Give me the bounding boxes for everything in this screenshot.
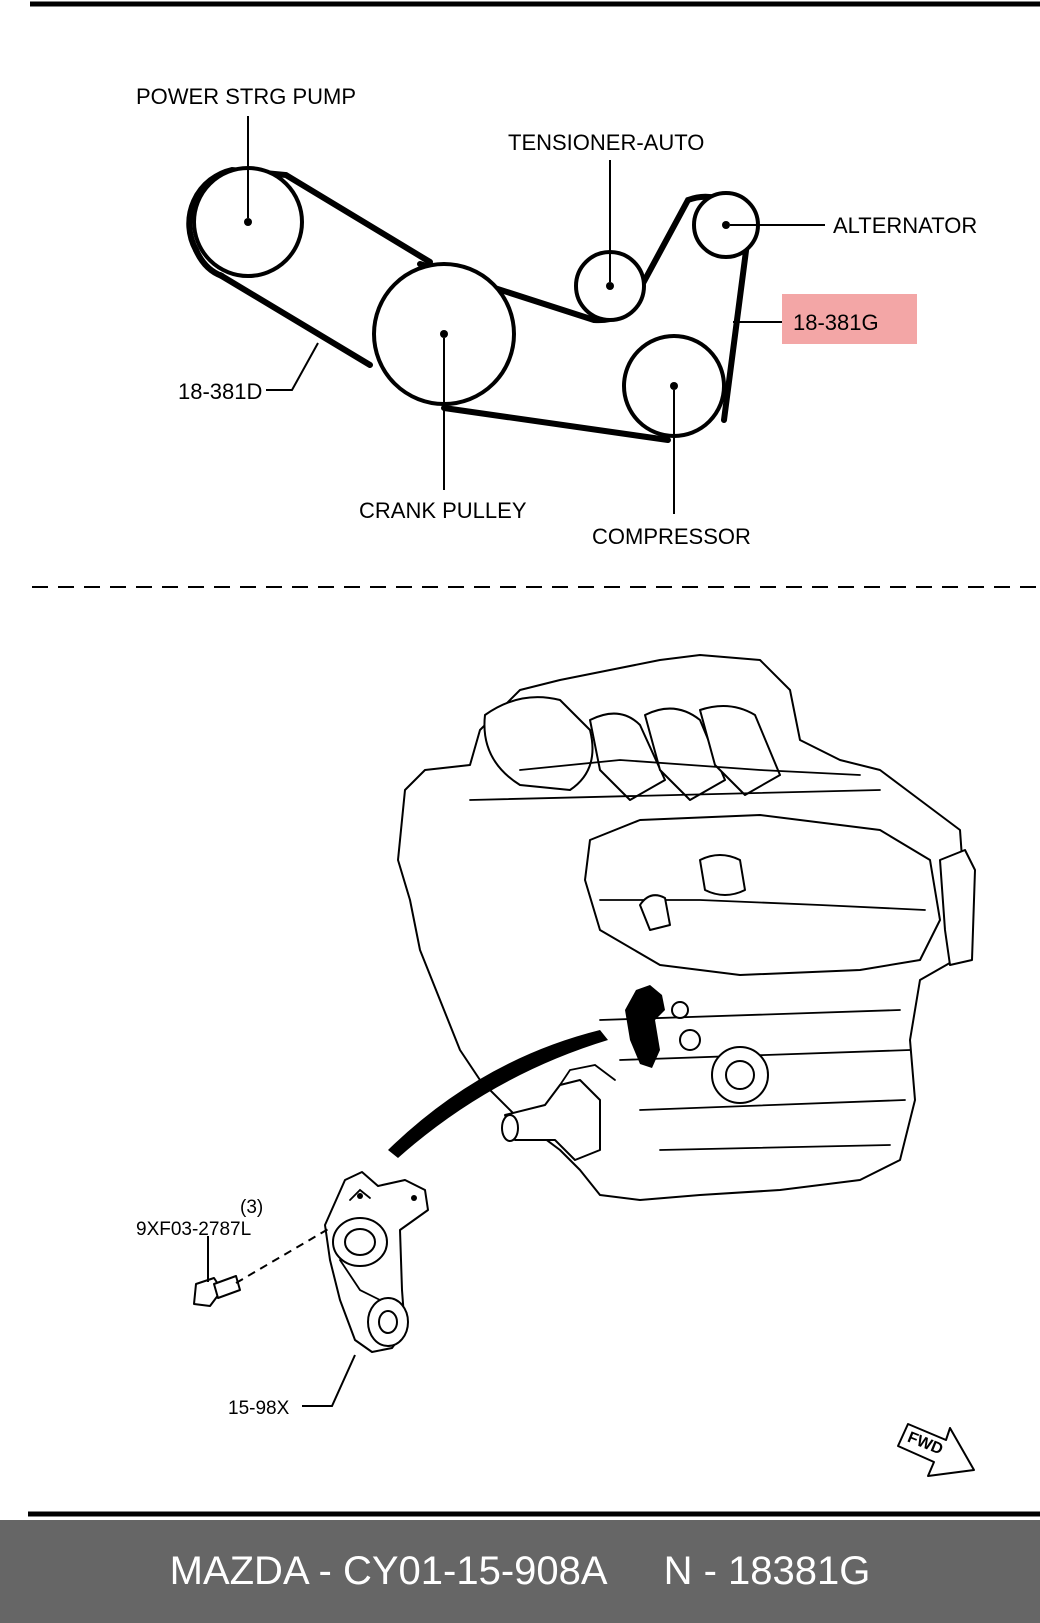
label-power-strg-pump: POWER STRG PUMP (136, 84, 356, 109)
belt-schematic: POWER STRG PUMP TENSIONER-AUTO ALTERNATO… (136, 84, 977, 549)
engine-illustration (388, 654, 976, 1201)
label-tensioner-auto: TENSIONER-AUTO (508, 130, 704, 155)
bolt-icon (193, 1227, 331, 1307)
label-18-381d: 18-381D (178, 379, 262, 404)
label-tensioner-part: 15-98X (228, 1398, 290, 1419)
footer-n-part-number: N - 18381G (663, 1549, 871, 1593)
label-bolt-part: 9XF03-2787L (136, 1219, 251, 1240)
footer-bar: MAZDA - CY01-15-908A N - 18381G (0, 1520, 1040, 1623)
label-compressor: COMPRESSOR (592, 524, 751, 549)
tensioner-assembly: (3) 9XF03-2787L 15-98X (136, 1171, 429, 1419)
highlight-box (782, 294, 917, 344)
callout-sweep (388, 1030, 608, 1158)
footer-mazda-part-number: MAZDA - CY01-15-908A (169, 1549, 608, 1593)
label-crank-pulley: CRANK PULLEY (359, 498, 527, 523)
fwd-arrow-icon: FWD (897, 1423, 975, 1477)
tensioner-location-marker (625, 985, 665, 1068)
label-bolt-qty: (3) (240, 1197, 263, 1218)
label-alternator: ALTERNATOR (833, 213, 977, 238)
label-18-381g: 18-381G (793, 310, 879, 335)
